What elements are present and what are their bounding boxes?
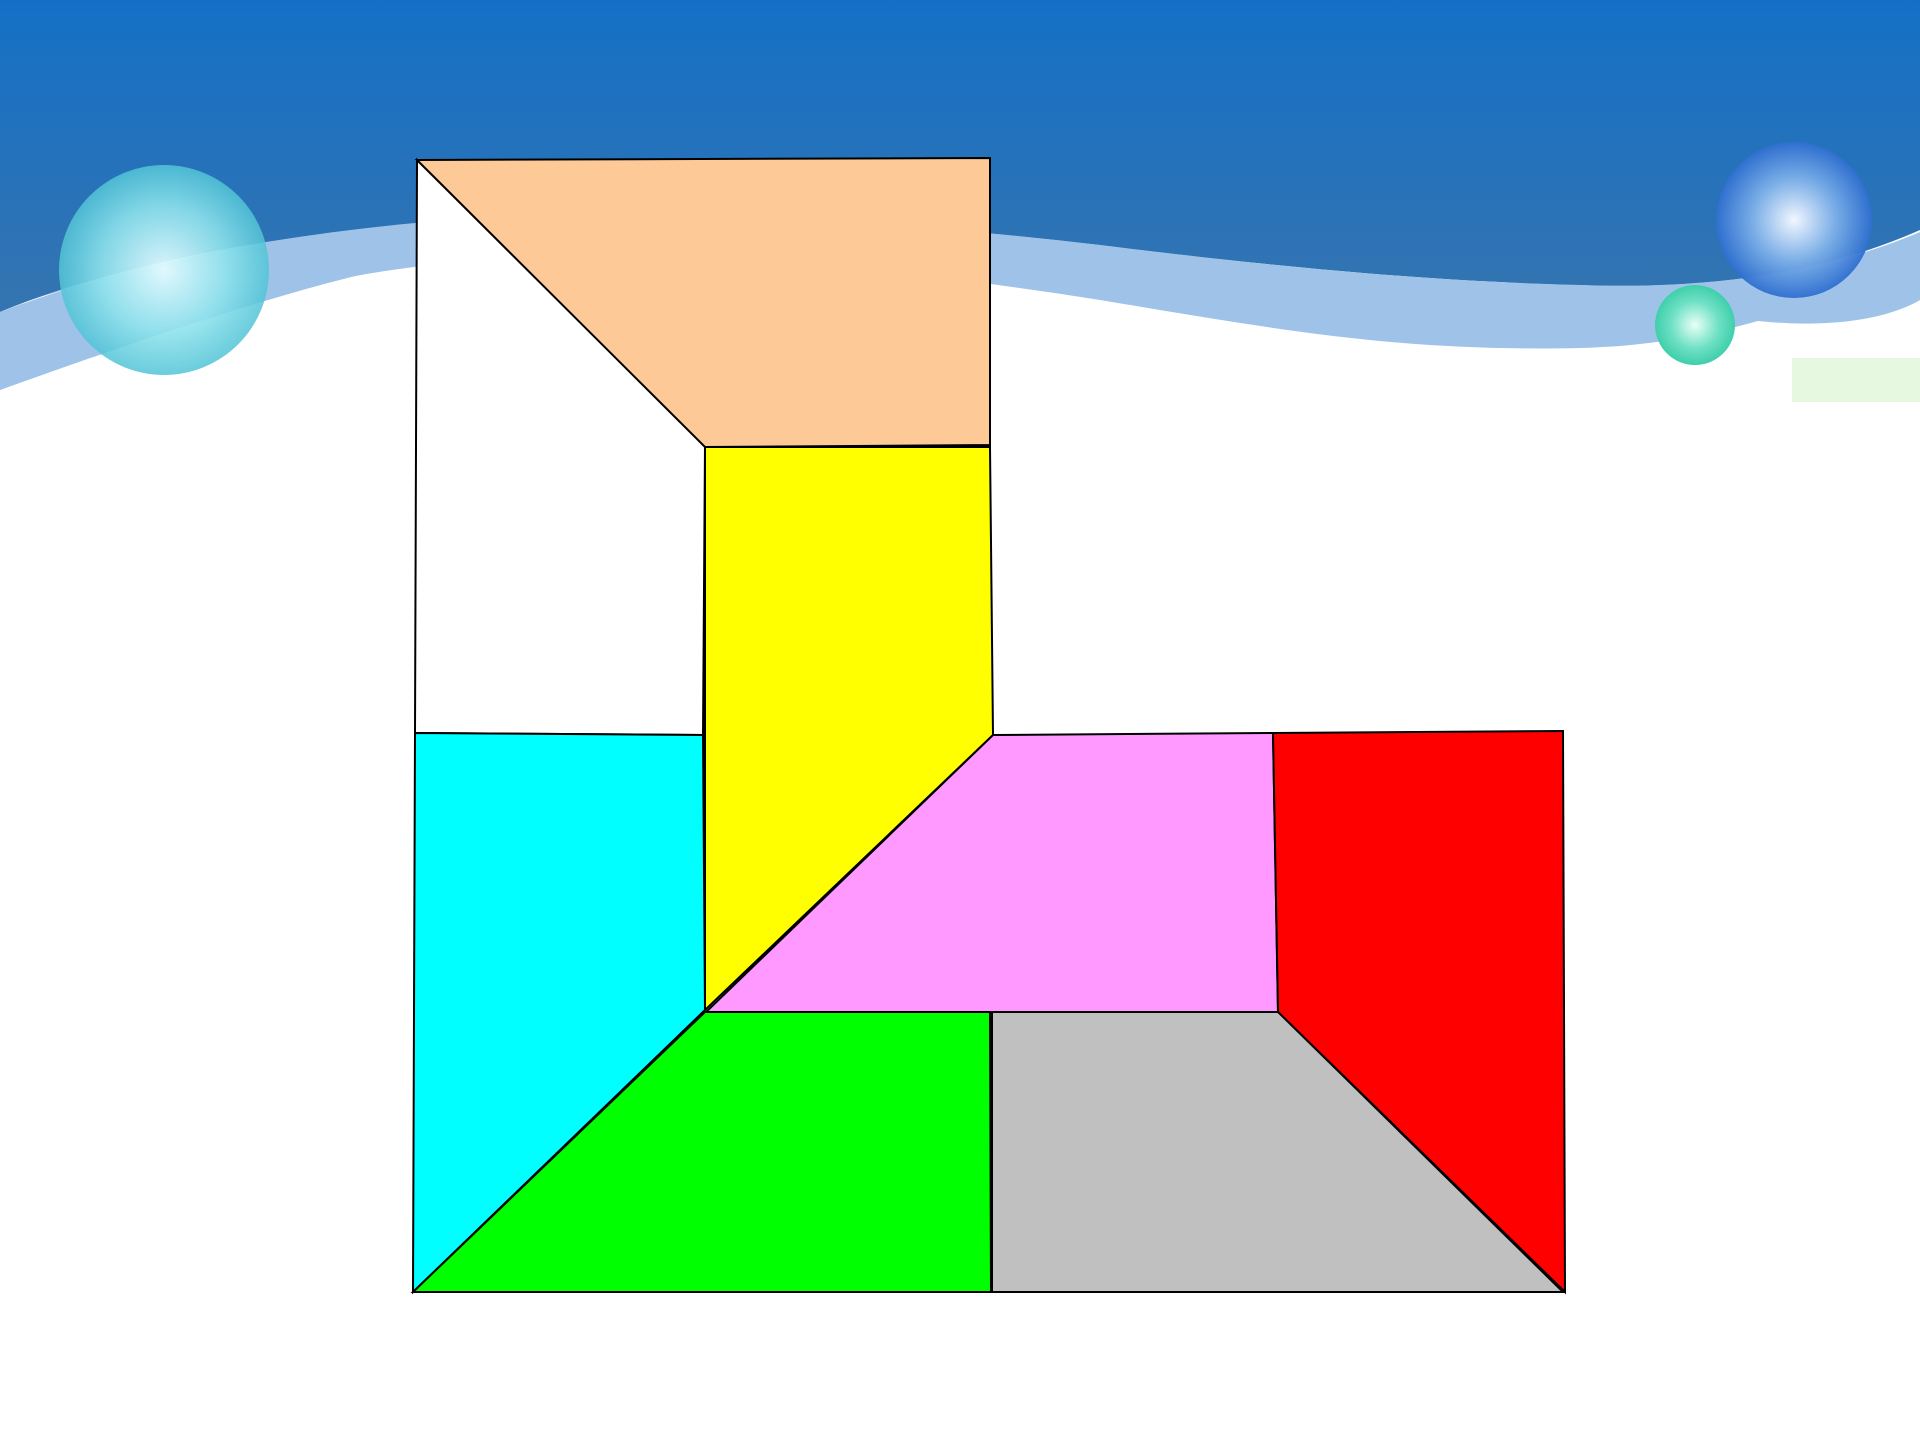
bubble-right-large bbox=[1716, 142, 1872, 298]
accent-tag bbox=[1792, 358, 1920, 402]
bubble-right-small bbox=[1655, 285, 1735, 365]
bubble-left bbox=[59, 165, 269, 375]
